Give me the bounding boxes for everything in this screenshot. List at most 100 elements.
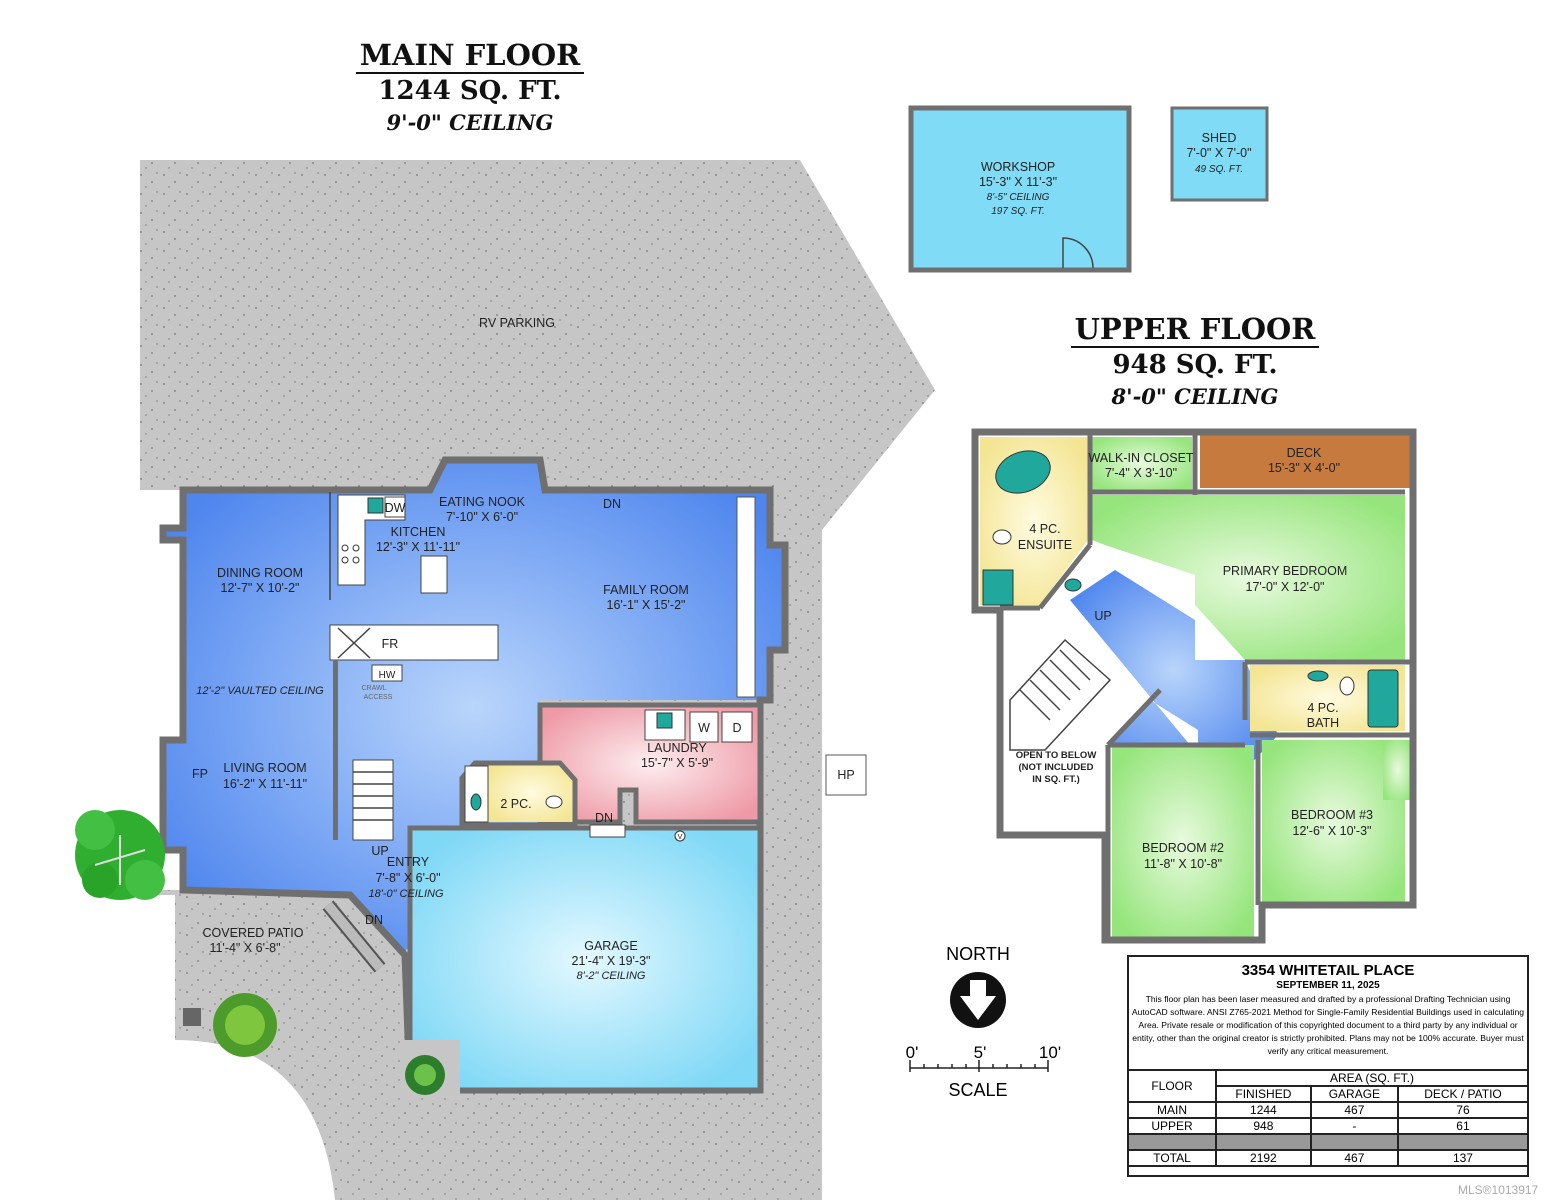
label-2pc: 2 PC.: [500, 797, 531, 811]
label-bedroom-3: BEDROOM #3: [1291, 808, 1373, 822]
main-floor-area: 1244 SQ. FT.: [378, 76, 562, 106]
stairs: [352, 759, 394, 841]
note-entry: 18'-0" CEILING: [368, 888, 444, 900]
cell: UPPER: [1127, 1117, 1217, 1135]
label-ensuite: 4 PC.: [1029, 522, 1060, 536]
label-dw: DW: [385, 501, 406, 515]
label-workshop: WORKSHOP: [981, 160, 1055, 174]
vent-icon: [674, 830, 686, 842]
note-workshop: 8'-5" CEILING: [987, 192, 1050, 203]
label-dn: DN: [603, 497, 621, 511]
dims-kitchen: 12'-3" X 11'-11": [376, 540, 460, 554]
dims-primary-bedroom: 17'-0" X 12'-0": [1246, 580, 1325, 594]
label-deck: DECK: [1287, 446, 1322, 460]
cell: -: [1309, 1117, 1399, 1135]
upper-floor-ceiling: 8'-0" CEILING: [1111, 384, 1279, 409]
upper-floor-plan: [971, 428, 1417, 944]
dims-covered-patio: 11'-4" X 6'-8": [209, 941, 280, 955]
label-kitchen: KITCHEN: [391, 525, 446, 539]
laundry-sink-icon: [656, 712, 673, 729]
label-eating-nook: EATING NOOK: [439, 495, 526, 509]
upper-floor-heading: UPPER FLOOR: [1070, 312, 1320, 348]
label-ensuite-2: ENSUITE: [1018, 538, 1072, 552]
address: 3354 WHITETAIL PLACE: [1241, 962, 1415, 979]
scale-tick-10: 10': [1039, 1043, 1061, 1062]
workshop: [908, 105, 1132, 273]
label-open-below-2: (NOT INCLUDED: [1019, 762, 1094, 773]
label-fp: FP: [192, 767, 208, 781]
cell: 61: [1396, 1117, 1530, 1135]
label-up-upper: UP: [1094, 609, 1111, 623]
label-access: ACCESS: [364, 694, 393, 701]
label-entry: ENTRY: [387, 855, 430, 869]
toilet-icon: [545, 795, 563, 809]
dims-bedroom-2: 11'-8" X 10'-8": [1144, 857, 1222, 871]
plan-date: SEPTEMBER 11, 2025: [1276, 980, 1380, 991]
dims-walk-in-closet: 7'-4" X 3'-10": [1105, 466, 1177, 480]
kitchen-island: [420, 555, 448, 594]
label-shed: SHED: [1202, 131, 1237, 145]
patio-post: [183, 1008, 201, 1026]
area-workshop: 197 SQ. FT.: [991, 206, 1045, 217]
area-shed: 49 SQ. FT.: [1195, 164, 1243, 175]
label-dn-entry: DN: [365, 913, 383, 927]
shrub-icon: [405, 1055, 445, 1095]
scale-tick-0: 0': [906, 1043, 919, 1062]
table-row-empty: [1127, 1133, 1530, 1151]
cell: 1244: [1215, 1101, 1312, 1119]
label-north: NORTH: [946, 944, 1010, 964]
label-bath: 4 PC.: [1307, 701, 1338, 715]
dims-dining-room: 12'-7" X 10'-2": [221, 581, 300, 595]
note-vaulted: 12'-2" VAULTED CEILING: [196, 685, 324, 697]
water-heater: [371, 664, 403, 682]
label-dining-room: DINING ROOM: [217, 566, 303, 580]
header-deck: DECK / PATIO: [1396, 1085, 1530, 1103]
mls-watermark: MLS®1013917: [1458, 1183, 1539, 1197]
dims-laundry: 15'-7" X 5'-9": [641, 756, 713, 770]
main-floor-heading: MAIN FLOOR: [355, 38, 585, 74]
powder-wall: [459, 760, 578, 828]
dishwasher: [384, 496, 406, 518]
upper-floor-area: 948 SQ. FT.: [1112, 350, 1278, 380]
label-hw: HW: [379, 670, 396, 681]
label-v: V: [678, 834, 683, 841]
dims-workshop: 15'-3" X 11'-3": [979, 175, 1057, 189]
cell: 467: [1309, 1101, 1399, 1119]
cell: 948: [1215, 1117, 1312, 1135]
sink-icon: [470, 793, 482, 811]
dims-shed: 7'-0" X 7'-0": [1186, 146, 1251, 160]
label-bedroom-2: BEDROOM #2: [1142, 841, 1224, 855]
tree-icon: [75, 810, 165, 900]
family-window-strip: [736, 496, 756, 698]
room-garage: [407, 825, 763, 1093]
disclaimer: This floor plan has been laser measured …: [1131, 994, 1525, 1056]
label-scale: SCALE: [948, 1080, 1007, 1100]
dims-eating-nook: 7'-10" X 6'-0": [446, 510, 518, 524]
label-walk-in-closet: WALK-IN CLOSET: [1088, 451, 1193, 465]
washer: [689, 711, 719, 743]
label-covered-patio: COVERED PATIO: [203, 926, 304, 940]
scale-bar: [909, 1060, 1049, 1072]
heat-pump: [825, 754, 867, 796]
room-living-dining: [163, 460, 785, 955]
label-w: W: [698, 721, 710, 735]
room-powder: [488, 763, 575, 822]
stove-burner-icon: [341, 544, 349, 552]
north-arrow-icon: [950, 972, 1006, 1028]
label-garage: GARAGE: [584, 939, 638, 953]
dryer: [721, 711, 753, 743]
dims-bedroom-3: 12'-6" X 10'-3": [1293, 824, 1372, 838]
dims-garage: 21'-4" X 19'-3": [572, 954, 651, 968]
label-hp: HP: [837, 768, 854, 782]
label-rv-parking: RV PARKING: [479, 316, 555, 330]
label-open-below: OPEN TO BELOW: [1016, 750, 1097, 761]
label-laundry: LAUNDRY: [647, 741, 707, 755]
door-swing: [1062, 237, 1094, 269]
cell: 2192: [1215, 1149, 1312, 1167]
cell: MAIN: [1127, 1101, 1217, 1119]
